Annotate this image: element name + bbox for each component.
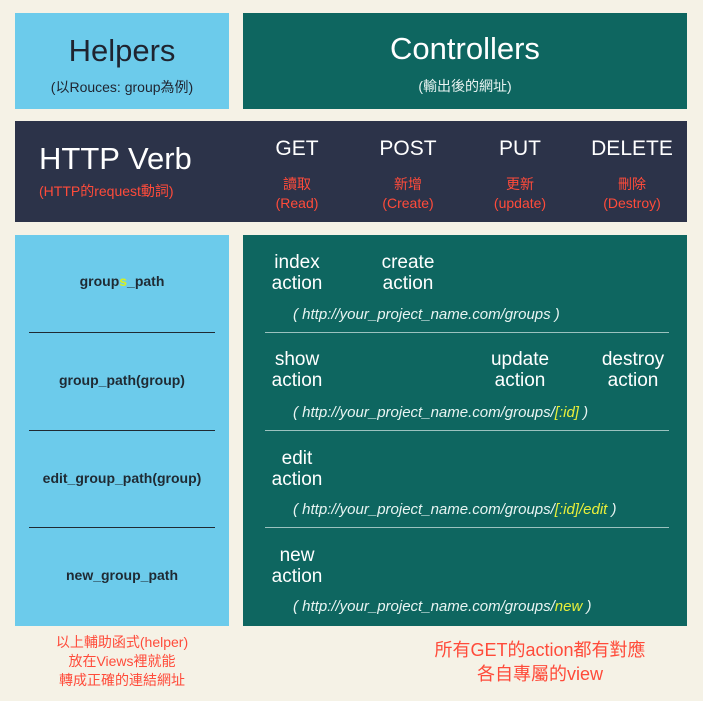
action-name: show [274,349,320,370]
helper-text-accent: s [119,273,128,289]
verb-put: PUT 更新 (update) [465,137,575,213]
action-update: update action [481,349,559,391]
controllers-title: Controllers [390,31,540,66]
http-verb-subtitle: (HTTP的request動詞) [39,183,174,199]
http-verb-bar: HTTP Verb (HTTP的request動詞) GET 讀取 (Read)… [15,121,687,222]
helper-new-group-path: new_group_path [65,567,178,583]
action-word: action [494,370,546,391]
action-name: new [279,545,315,566]
get-action-note: 所有GET的action都有對應 各自專屬的view [400,638,680,686]
helper-note-line: 轉成正確的連結網址 [59,672,185,688]
action-name: index [274,252,320,273]
url-accent: [:id]/edit [554,501,608,518]
action-name: edit [281,448,313,469]
helpers-header: Helpers (以Rouces: group為例) [15,13,229,109]
verb-english: (Read) [275,195,319,211]
verb-name: PUT [499,137,541,160]
helpers-list: groups_path group_path(group) edit_group… [15,235,229,626]
helper-text-pre: group [79,273,120,289]
verb-get: GET 讀取 (Read) [242,137,352,213]
helper-divider [29,332,215,333]
row-divider [265,332,669,333]
url-text-end: ) [582,598,592,615]
verb-english: (Create) [382,195,434,211]
helper-edit-group-path: edit_group_path(group) [42,470,202,486]
helper-divider [29,527,215,528]
url-group-new: ( http://your_project_name.com/groups/ne… [293,598,592,615]
url-groups: ( http://your_project_name.com/groups ) [293,306,560,323]
get-note-line: 各自專屬的view [476,664,603,684]
action-create: create action [371,252,445,294]
url-text: ( http://your_project_name.com/groups/ [293,598,555,615]
verb-name: DELETE [591,137,673,160]
url-text-end: ) [578,404,589,421]
helpers-title: Helpers [68,33,176,68]
helper-divider [29,430,215,431]
helper-text-post: _path [127,273,165,289]
url-text: ( http://your_project_name.com/groups/ [293,501,555,518]
action-word: action [271,469,323,490]
action-show: show action [261,349,333,391]
actions-panel: index action create action ( http://your… [243,235,687,626]
verb-chinese: 更新 [506,176,534,192]
action-destroy: destroy action [591,349,675,391]
action-index: index action [261,252,333,294]
row-divider [265,527,669,528]
url-accent: new [554,598,583,615]
row-divider [265,430,669,431]
verb-name: GET [275,137,319,160]
verb-chinese: 刪除 [618,176,646,192]
action-word: action [271,273,323,294]
http-verb-title: HTTP Verb [39,141,192,176]
action-name: create [381,252,435,273]
action-new: new action [261,545,333,587]
helper-note-line: 以上輔助函式(helper) [55,634,189,650]
url-text-end: ) [607,501,617,518]
action-name: update [490,349,550,370]
verb-name: POST [379,137,437,160]
verb-chinese: 新增 [394,176,422,192]
url-group-edit: ( http://your_project_name.com/groups/[:… [293,501,617,518]
controllers-subtitle: (輸出後的網址) [418,78,512,94]
verb-english: (Destroy) [603,195,661,211]
action-word: action [271,370,323,391]
helpers-subtitle: (以Rouces: group為例) [50,79,194,95]
verb-english: (update) [493,195,547,211]
action-word: action [607,370,659,391]
verb-post: POST 新增 (Create) [353,137,463,213]
url-group-id: ( http://your_project_name.com/groups/[:… [293,404,588,421]
helper-group-path: group_path(group) [59,372,185,388]
helper-note-line: 放在Views裡就能 [68,653,176,669]
action-word: action [382,273,434,294]
action-edit: edit action [261,448,333,490]
action-word: action [271,566,323,587]
action-name: destroy [601,349,665,370]
url-accent: [:id] [554,404,579,421]
helper-note: 以上輔助函式(helper) 放在Views裡就能 轉成正確的連結網址 [15,633,229,690]
controllers-header: Controllers (輸出後的網址) [243,13,687,109]
get-note-line: 所有GET的action都有對應 [434,640,646,660]
verb-chinese: 讀取 [283,176,311,192]
verb-delete: DELETE 刪除 (Destroy) [577,137,687,213]
url-text: ( http://your_project_name.com/groups ) [293,306,560,323]
url-text: ( http://your_project_name.com/groups/ [293,404,555,421]
helper-groups-path: groups_path [15,273,229,289]
